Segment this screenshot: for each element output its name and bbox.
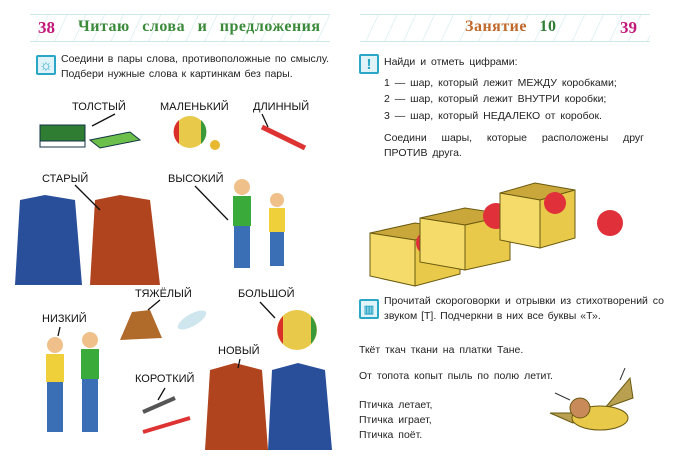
- word-vysokiy: ВЫСОКИЙ: [168, 173, 224, 185]
- word-tolstyi: ТОЛСТЫЙ: [72, 101, 126, 113]
- big-ball-2-illustration: [277, 310, 317, 350]
- page-number-right: 39: [620, 18, 637, 37]
- word-staryi: СТАРЫЙ: [42, 173, 89, 185]
- thin-book-illustration: [88, 131, 142, 149]
- task1-heading: Найди и отметь цифрами:: [384, 56, 518, 68]
- word-malenkiy: МАЛЕНЬКИЙ: [160, 101, 229, 113]
- big-ball-illustration: [173, 116, 207, 148]
- header-lines-right: [360, 14, 650, 42]
- page-number-left: 38: [38, 18, 55, 37]
- task1-item-3: 3 — шар, который НЕДАЛЕКО от коробок.: [384, 110, 602, 122]
- old-jacket-illustration: [15, 195, 82, 285]
- task1-item-1: 1 — шар, который лежит МЕЖДУ коробками;: [384, 77, 617, 89]
- pointer-arrows: [57, 113, 276, 401]
- long-pencil-illustration: [260, 124, 307, 151]
- tall-boy-illustration: [233, 179, 251, 268]
- poem-line-1: Птичка летает,: [359, 399, 433, 411]
- short-boy-illustration: [269, 193, 285, 266]
- task1-item-2: 2 — шар, который лежит ВНУТРИ коробки;: [384, 93, 607, 105]
- bird-illustration: [549, 368, 634, 431]
- new-jackets-illustration: [205, 363, 332, 450]
- book-icon: ▥: [359, 299, 379, 319]
- word-tyazhelyi: ТЯЖЁЛЫЙ: [135, 288, 192, 300]
- word-bolshoy: БОЛЬШОЙ: [238, 288, 295, 300]
- instruction-left: Соедини в пары слова, противоположные по…: [61, 53, 329, 80]
- illustrations-left: [15, 113, 332, 450]
- lesson-title: Занятие 10: [465, 18, 557, 36]
- word-dlinnyi: ДЛИННЫЙ: [253, 101, 310, 113]
- worn-jacket-illustration: [90, 195, 160, 285]
- task2-text: Соедини шары, которые расположены друг П…: [384, 132, 644, 159]
- lightbulb-icon: ☼: [36, 55, 56, 75]
- boxes-and-balls-illustration: [369, 182, 623, 287]
- small-ball-illustration: [210, 140, 220, 150]
- thick-book-illustration: [39, 124, 86, 148]
- tongue-twister-2: От топота копыт пыль по полю летит.: [359, 370, 553, 382]
- short-pencils-illustration: [142, 396, 191, 434]
- stone-illustration: [120, 310, 162, 340]
- word-nizkiy: НИЗКИЙ: [42, 313, 87, 325]
- word-novyi: НОВЫЙ: [218, 345, 260, 357]
- poem-line-2: Птичка играет,: [359, 414, 432, 426]
- header-lines-left: [30, 14, 330, 42]
- tongue-twister-1: Ткёт ткач ткани на платки Тане.: [359, 344, 524, 356]
- feather-illustration: [177, 310, 207, 330]
- lesson-word: Занятие: [465, 18, 527, 35]
- poem-line-3: Птичка поёт.: [359, 429, 423, 441]
- lesson-number: 10: [539, 18, 557, 35]
- page-title-left: Читаю слова и предложения: [78, 18, 321, 35]
- task3-text: Прочитай скороговорки и отрывки из стихо…: [384, 295, 664, 322]
- short-boys-illustration: [46, 332, 99, 432]
- word-korotkiy: КОРОТКИЙ: [135, 373, 195, 385]
- exclamation-icon: !: [359, 54, 379, 74]
